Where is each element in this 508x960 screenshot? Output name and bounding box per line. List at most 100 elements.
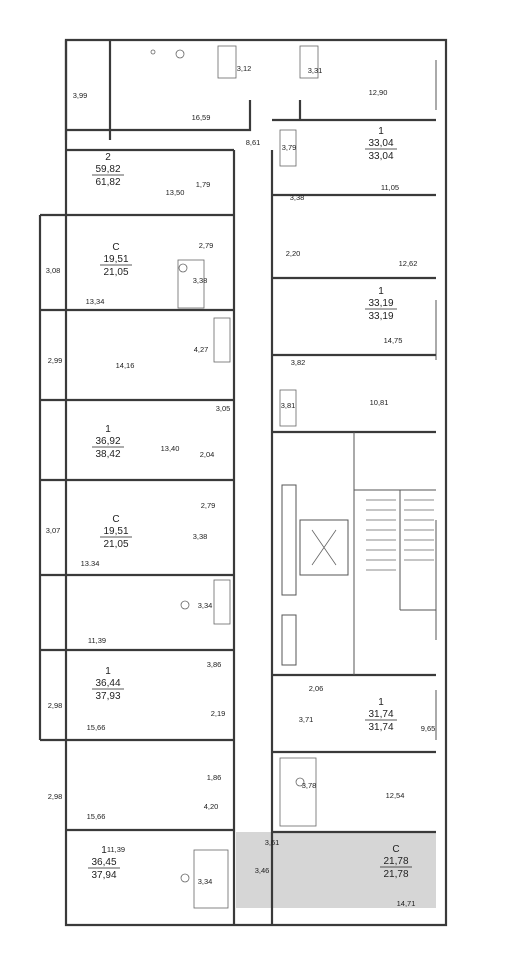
unit-type: 1 (105, 424, 111, 435)
selected-unit-highlight[interactable] (236, 832, 436, 908)
room-area-label: 3,38 (290, 193, 305, 202)
room-area-label: 3,78 (302, 781, 317, 790)
unit-labels: 259,8261,82133,0433,04С19,5121,05133,193… (88, 126, 412, 881)
unit-area-living: 31,74 (368, 709, 393, 720)
unit-area-living: 36,92 (95, 436, 120, 447)
room-area-label: 2,20 (286, 249, 301, 258)
room-area-label: 2,79 (201, 501, 216, 510)
room-area-label: 13,50 (166, 188, 185, 197)
room-area-label: 3,79 (282, 143, 297, 152)
unit-area-total: 33,04 (368, 151, 393, 162)
room-area-label: 3,08 (46, 266, 61, 275)
room-area-label: 3,99 (73, 91, 88, 100)
unit-label-u1a[interactable]: 136,92 38,42 (92, 424, 124, 460)
room-area-label: 13.34 (81, 559, 100, 568)
unit-area-total: 21,05 (103, 539, 128, 550)
room-area-label: 15,66 (87, 723, 106, 732)
unit-area-living: 33,04 (368, 138, 393, 149)
unit-area-total: 21,05 (103, 267, 128, 278)
room-area-label: 3,05 (216, 404, 231, 413)
unit-label-uC2[interactable]: С19,51 21,05 (100, 514, 132, 550)
room-area-label: 2,98 (48, 792, 63, 801)
unit-type: 1 (101, 845, 107, 856)
unit-area-total: 33,19 (368, 311, 393, 322)
room-area-label: 3,38 (193, 532, 208, 541)
room-area-label: 11,05 (381, 183, 399, 192)
room-area-label: 12,54 (386, 791, 405, 800)
exterior-walls (38, 38, 448, 927)
room-area-label: 3,71 (299, 715, 314, 724)
room-area-label: 8,61 (246, 138, 261, 147)
room-area-label: 12,90 (369, 88, 388, 97)
room-area-label: 15,66 (87, 812, 106, 821)
unit-area-living: 19,51 (103, 526, 128, 537)
room-area-label: 13,40 (161, 444, 180, 453)
room-area-label: 14,75 (384, 336, 403, 345)
room-area-label: 16,59 (192, 113, 211, 122)
unit-area-living: 19,51 (103, 254, 128, 265)
room-area-label: 4,27 (194, 345, 209, 354)
room-area-label: 1,86 (207, 773, 222, 782)
unit-area-living: 36,44 (95, 678, 120, 689)
unit-area-total: 37,94 (91, 870, 116, 881)
unit-area-total: 61,82 (95, 177, 120, 188)
room-area-label: 10,81 (370, 398, 389, 407)
room-area-label: 1,79 (196, 180, 211, 189)
room-area-label: 3,07 (46, 526, 61, 535)
room-area-label: 2,99 (48, 356, 63, 365)
unit-area-living: 59,82 (95, 164, 120, 175)
room-area-label: 2,98 (48, 701, 63, 710)
unit-area-total: 37,93 (95, 691, 120, 702)
unit-area-total: 21,78 (383, 869, 408, 880)
unit-type: С (112, 242, 119, 253)
unit-area-living: 33,19 (368, 298, 393, 309)
room-area-label: 3,31 (308, 66, 323, 75)
unit-type: 2 (105, 152, 111, 163)
room-area-label: 3,34 (198, 601, 213, 610)
room-area-label: 12,62 (399, 259, 418, 268)
unit-type: 1 (105, 666, 111, 677)
room-area-label: 11,39 (107, 845, 125, 854)
corridor-walls (66, 100, 436, 925)
unit-type: 1 (378, 697, 384, 708)
room-area-label: 3,81 (281, 401, 296, 410)
room-area-label: 4,20 (204, 802, 219, 811)
room-area-label: 13,34 (86, 297, 105, 306)
room-area-label: 14,71 (397, 899, 416, 908)
unit-label-u1b[interactable]: 136,44 37,93 (92, 666, 124, 702)
unit-type: 1 (378, 126, 384, 137)
unit-label-u2[interactable]: 259,82 61,82 (92, 152, 124, 188)
room-area-label: 2,19 (211, 709, 226, 718)
room-area-label: 3,82 (291, 358, 306, 367)
room-area-label: 3,46 (255, 866, 270, 875)
unit-type: С (112, 514, 119, 525)
room-area-label: 3,38 (193, 276, 208, 285)
room-area-label: 3,86 (207, 660, 222, 669)
room-area-label: 11,39 (88, 636, 106, 645)
room-area-label: 9,65 (421, 724, 436, 733)
unit-label-uC1[interactable]: С19,51 21,05 (100, 242, 132, 278)
room-area-labels: 3,99 3,12 3,31 12,90 16,59 8,61 3,79 13,50 1,79 3… (46, 64, 436, 908)
unit-type: 1 (378, 286, 384, 297)
room-area-label: 2,04 (200, 450, 215, 459)
unit-area-total: 31,74 (368, 722, 393, 733)
unit-area-living: 36,45 (91, 857, 116, 868)
bath-fixtures (150, 45, 319, 909)
room-area-label: 14,16 (116, 361, 135, 370)
unit-area-total: 38,42 (95, 449, 120, 460)
stairwell (366, 499, 434, 571)
room-area-label: 3,61 (265, 838, 280, 847)
unit-type: С (392, 844, 399, 855)
room-area-label: 2,06 (309, 684, 324, 693)
room-area-label: 3,12 (237, 64, 252, 73)
unit-label-u1c[interactable]: 136,45 37,94 (88, 845, 120, 881)
room-area-label: 2,79 (199, 241, 214, 250)
elevator-core (281, 484, 349, 666)
unit-area-living: 21,78 (383, 856, 408, 867)
room-area-label: 3,34 (198, 877, 213, 886)
